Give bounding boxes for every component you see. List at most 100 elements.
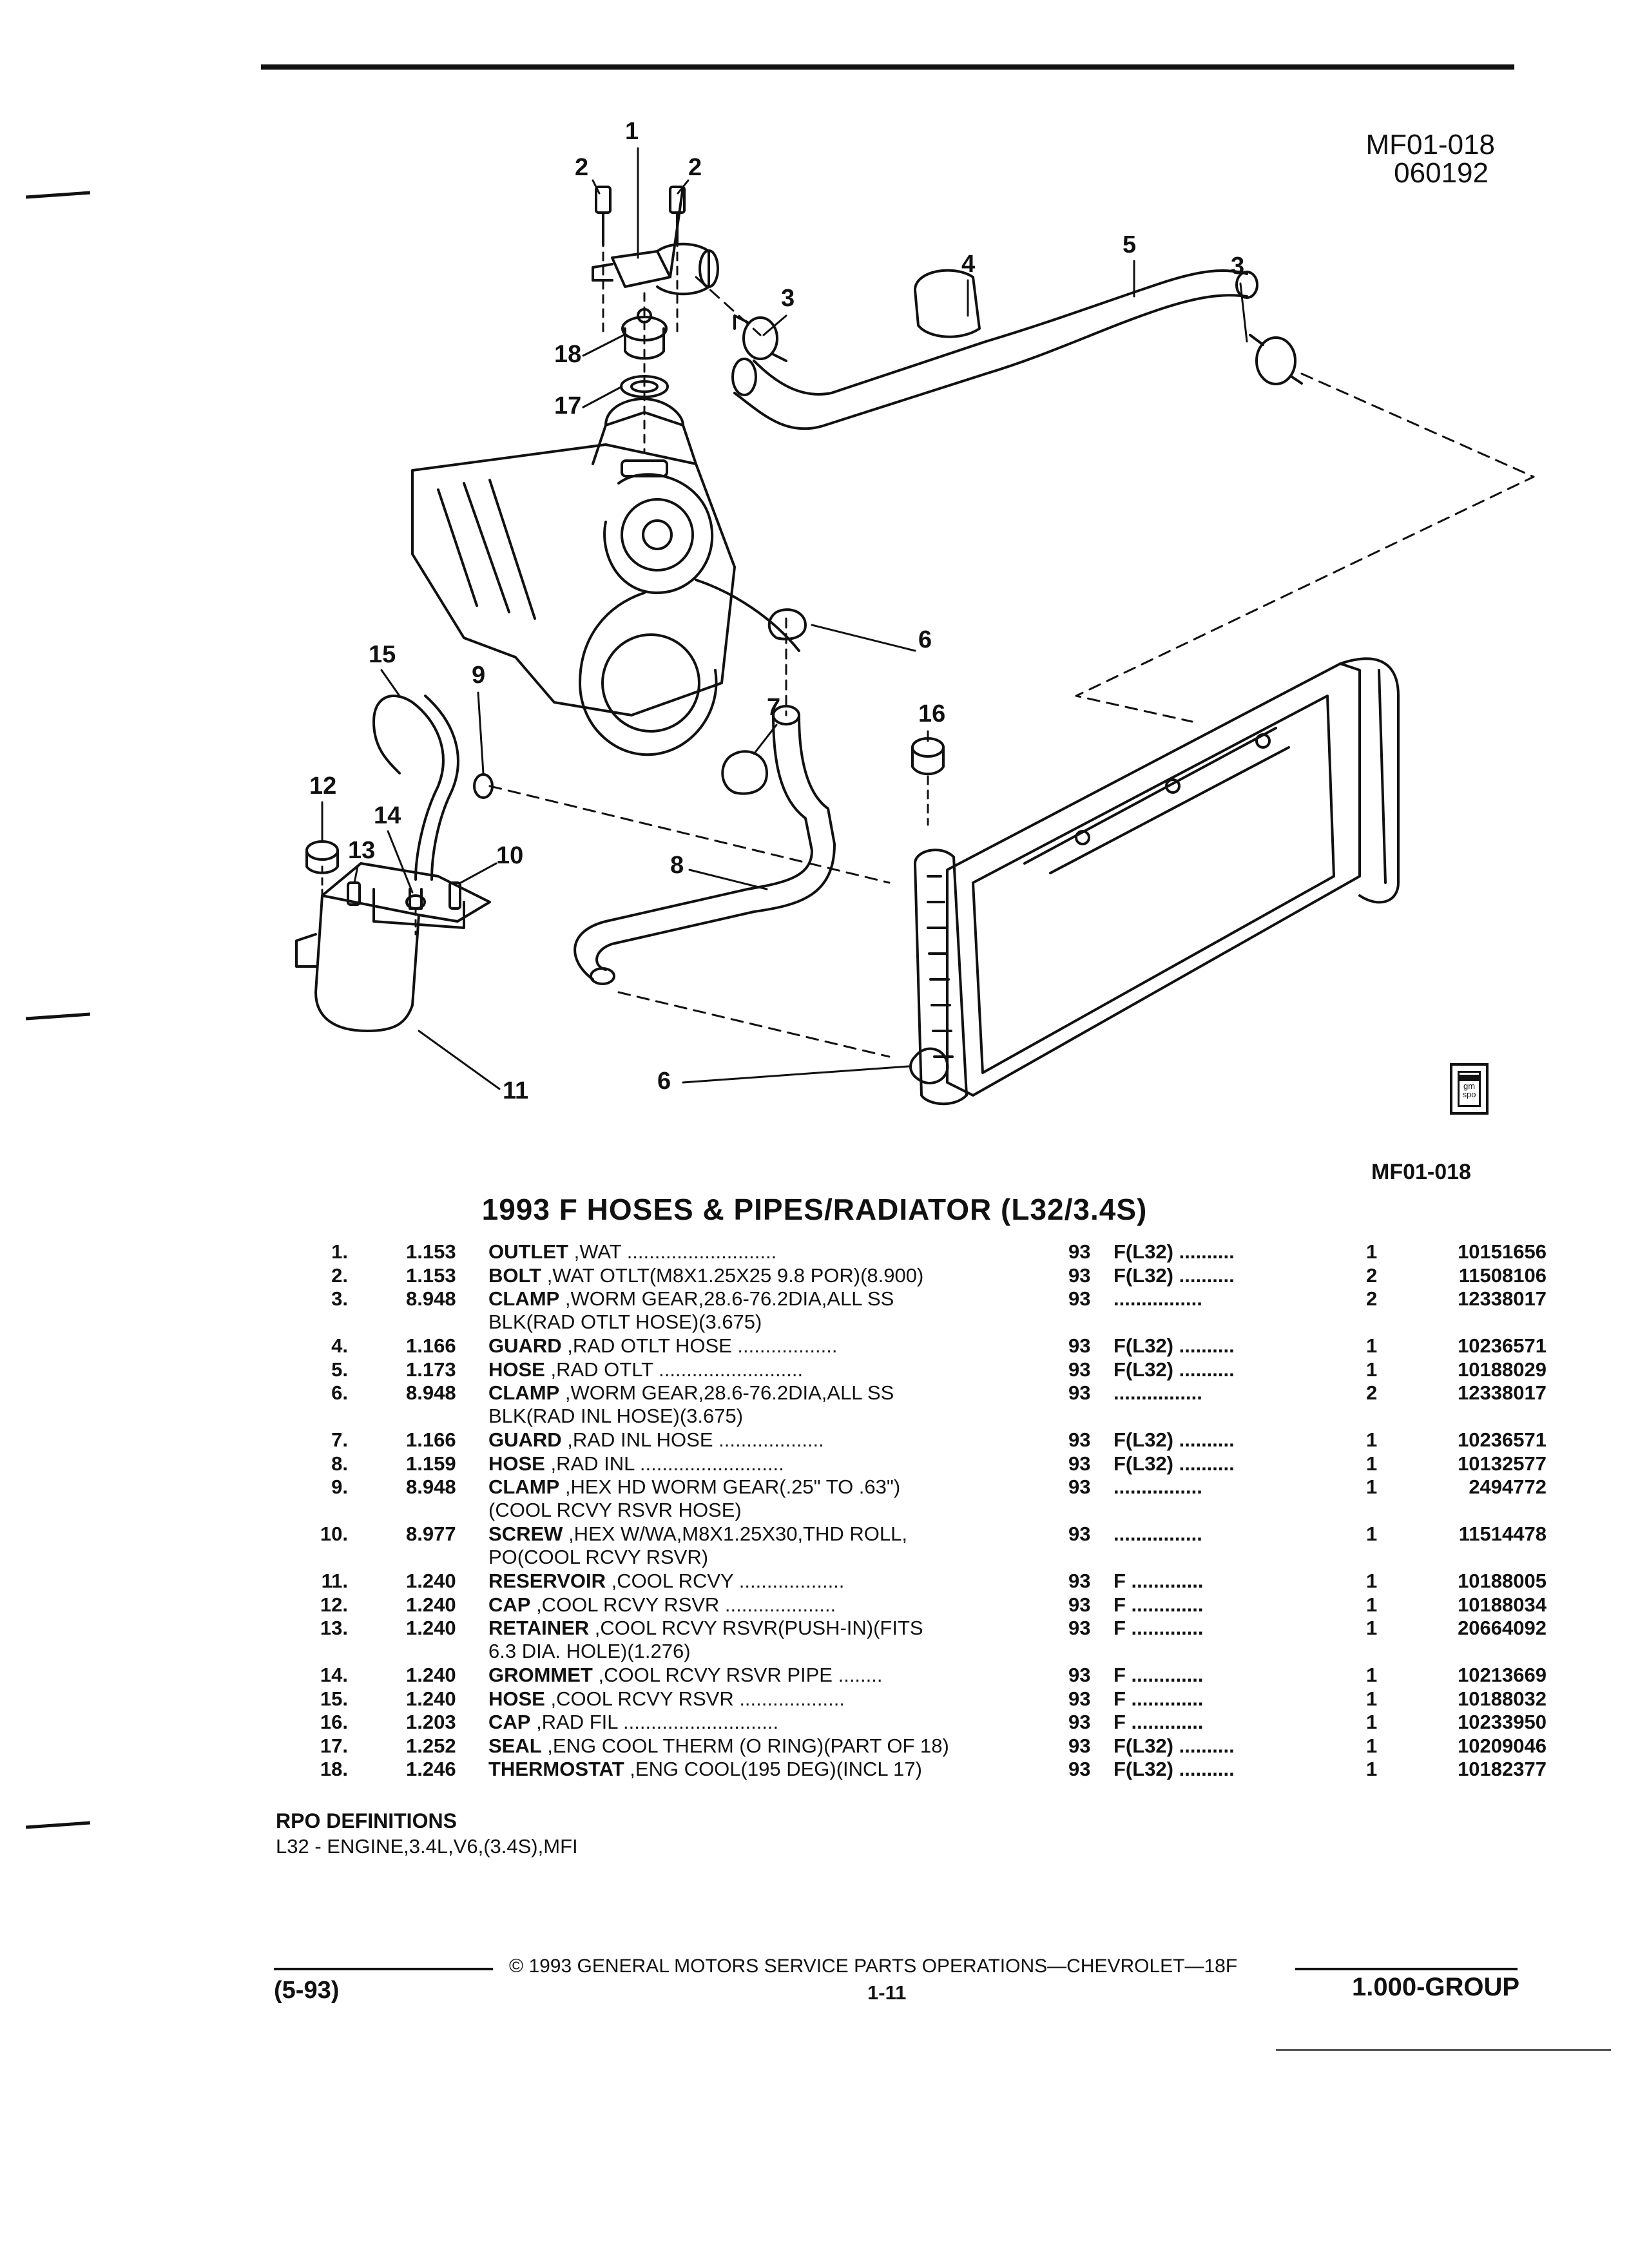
parts-name: RESERVOIR <box>488 1570 606 1592</box>
parts-name: SEAL <box>488 1734 542 1757</box>
parts-model: F ............. <box>1113 1617 1204 1639</box>
svg-text:3: 3 <box>1231 253 1244 280</box>
parts-page: 1.240 <box>406 1687 456 1710</box>
parts-name: HOSE <box>488 1358 545 1381</box>
water-outlet-drawing <box>592 186 719 336</box>
parts-year: 93 <box>1068 1240 1091 1263</box>
catalog-title: 1993 F HOSES & PIPES/RADIATOR (L32/3.4S) <box>481 1193 1148 1226</box>
parts-item: 8. <box>331 1452 348 1475</box>
parts-model: F(L32) .......... <box>1113 1428 1235 1451</box>
parts-page: 1.240 <box>406 1664 456 1686</box>
svg-text:17: 17 <box>554 392 581 419</box>
parts-desc-continued: BLK(RAD OTLT HOSE)(3.675) <box>488 1311 762 1333</box>
footer-copyright: © 1993 GENERAL MOTORS SERVICE PARTS OPER… <box>509 1956 1238 1977</box>
parts-desc-text: ,ENG COOL(195 DEG)(INCL 17) <box>624 1758 922 1780</box>
parts-model: ................ <box>1113 1475 1202 1498</box>
svg-text:18: 18 <box>554 341 581 368</box>
parts-page: 1.240 <box>406 1570 456 1592</box>
parts-qty: 1 <box>1366 1358 1378 1381</box>
parts-model: F(L32) .......... <box>1113 1358 1235 1381</box>
parts-qty: 1 <box>1366 1617 1378 1639</box>
parts-year: 93 <box>1068 1711 1091 1733</box>
parts-page: 1.252 <box>406 1734 456 1757</box>
parts-name: SCREW <box>488 1523 563 1545</box>
parts-year: 93 <box>1068 1475 1091 1498</box>
parts-model: F ............. <box>1113 1593 1204 1616</box>
parts-qty: 1 <box>1366 1475 1378 1498</box>
parts-part-no: 10132577 <box>1458 1452 1547 1475</box>
parts-description: THERMOSTAT ,ENG COOL(195 DEG)(INCL 17) <box>488 1758 922 1781</box>
parts-qty: 1 <box>1366 1240 1378 1263</box>
parts-description: HOSE ,RAD OTLT .........................… <box>488 1358 803 1381</box>
illustration-id: MF01-018 <box>1365 129 1495 160</box>
parts-description: GUARD ,RAD INL HOSE ................... <box>488 1428 824 1452</box>
parts-model: F(L32) .......... <box>1113 1334 1235 1357</box>
parts-description: HOSE ,COOL RCVY RSVR ................... <box>488 1687 845 1711</box>
parts-desc-text: ,RAD OTLT .......................... <box>545 1358 804 1381</box>
footer-page-number: 1-11 <box>867 1981 907 2004</box>
parts-part-no: 10151656 <box>1458 1240 1547 1263</box>
parts-description: CLAMP ,WORM GEAR,28.6-76.2DIA,ALL SS <box>488 1287 894 1311</box>
parts-desc-text: ,COOL RCVY RSVR ................... <box>545 1687 845 1710</box>
parts-item: 16. <box>320 1711 348 1733</box>
clamp-drawing <box>733 314 1303 385</box>
parts-item: 9. <box>331 1475 348 1498</box>
parts-name: HOSE <box>488 1452 545 1475</box>
parts-description: BOLT ,WAT OTLT(M8X1.25X25 9.8 POR)(8.900… <box>488 1264 923 1287</box>
footer-date: (5-93) <box>274 1977 340 2004</box>
parts-page: 1.153 <box>406 1264 456 1287</box>
svg-text:2: 2 <box>688 154 702 181</box>
parts-name: CLAMP <box>488 1381 560 1404</box>
parts-model: F(L32) .......... <box>1113 1240 1235 1263</box>
parts-year: 93 <box>1068 1381 1091 1404</box>
parts-year: 93 <box>1068 1452 1091 1475</box>
parts-qty: 1 <box>1366 1734 1378 1757</box>
parts-part-no: 10233950 <box>1458 1711 1547 1733</box>
parts-year: 93 <box>1068 1334 1091 1357</box>
parts-model: F ............. <box>1113 1570 1204 1592</box>
parts-description: HOSE ,RAD INL .......................... <box>488 1452 784 1475</box>
parts-desc-text: ,RAD OTLT HOSE .................. <box>561 1334 838 1357</box>
callout-labels: 1 2 2 3 3 4 5 6 6 7 8 9 10 11 <box>309 118 1248 1104</box>
margin-mark <box>25 1821 91 1829</box>
parts-item: 13. <box>320 1617 348 1639</box>
engine-block-drawing <box>411 398 800 756</box>
parts-year: 93 <box>1068 1617 1091 1639</box>
parts-description: RETAINER ,COOL RCVY RSVR(PUSH-IN)(FITS <box>488 1617 923 1640</box>
parts-item: 14. <box>320 1664 348 1686</box>
parts-page: 8.977 <box>406 1523 456 1545</box>
parts-item: 2. <box>331 1264 348 1287</box>
parts-page: 8.948 <box>406 1287 456 1310</box>
parts-model: F(L32) .......... <box>1113 1734 1235 1757</box>
lower-hose-drawing <box>574 608 949 1084</box>
parts-description: SCREW ,HEX W/WA,M8X1.25X30,THD ROLL, <box>488 1523 907 1546</box>
svg-text:14: 14 <box>374 802 401 829</box>
parts-year: 93 <box>1068 1523 1091 1545</box>
parts-page: 1.240 <box>406 1593 456 1616</box>
parts-name: THERMOSTAT <box>488 1758 624 1780</box>
parts-model: ................ <box>1113 1381 1202 1404</box>
parts-model: F ............. <box>1113 1687 1204 1710</box>
gm-spo-logo: gm spo <box>1450 1063 1489 1115</box>
parts-desc-text: ,WORM GEAR,28.6-76.2DIA,ALL SS <box>559 1287 894 1310</box>
parts-year: 93 <box>1068 1358 1091 1381</box>
parts-page: 1.203 <box>406 1711 456 1733</box>
parts-qty: 1 <box>1366 1758 1378 1780</box>
parts-model: F(L32) .......... <box>1113 1758 1235 1780</box>
parts-name: CLAMP <box>488 1475 560 1498</box>
parts-qty: 1 <box>1366 1428 1378 1451</box>
parts-part-no: 10188032 <box>1458 1687 1547 1710</box>
parts-desc-text: ,WORM GEAR,28.6-76.2DIA,ALL SS <box>559 1381 894 1404</box>
parts-page: 8.948 <box>406 1475 456 1498</box>
parts-desc-continued: BLK(RAD INL HOSE)(3.675) <box>488 1405 744 1427</box>
svg-text:6: 6 <box>918 626 932 653</box>
parts-page: 1.246 <box>406 1758 456 1780</box>
parts-qty: 2 <box>1366 1381 1378 1404</box>
